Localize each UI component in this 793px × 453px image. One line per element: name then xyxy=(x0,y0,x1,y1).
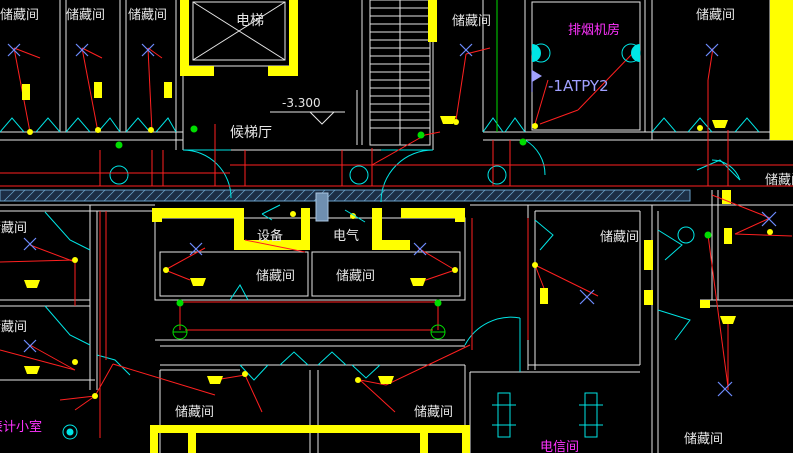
light-fixture-crosses xyxy=(7,43,777,397)
power-wiring xyxy=(0,47,793,438)
riser-duct xyxy=(315,192,329,222)
room-label-storage: 储藏间 xyxy=(336,269,375,284)
panel-marker-icon xyxy=(532,70,542,82)
room-label-smoke-exhaust: 排烟机房 xyxy=(568,22,620,38)
room-label-meter-room: 表计小室 xyxy=(0,419,42,435)
doors xyxy=(0,117,760,438)
room-label-storage: 储藏间 xyxy=(600,230,639,245)
room-label-storage: 储藏间 xyxy=(452,14,491,29)
room-label-storage: 储藏间 xyxy=(175,405,214,420)
room-label-electrical: 电气 xyxy=(333,228,359,244)
room-label-lobby: 候梯厅 xyxy=(230,125,272,141)
wall-lamps xyxy=(22,82,773,399)
elevation-label: -3.300 xyxy=(282,96,321,110)
panel-tag: -1ATPY2 xyxy=(548,77,609,95)
room-label-storage: 储藏间 xyxy=(0,221,27,236)
room-label-storage: 储藏间 xyxy=(0,320,27,335)
room-label-equipment: 设备 xyxy=(257,228,283,244)
room-label-storage: 储藏间 xyxy=(684,432,723,447)
room-label-storage: 储藏间 xyxy=(128,8,167,23)
structural-walls xyxy=(150,0,793,453)
corridor-hatch xyxy=(0,189,691,222)
room-labels: 储藏间 储藏间 储藏间 电梯 储藏间 排烟机房 储藏间 -3.300 -1ATP… xyxy=(0,8,793,453)
room-label-storage: 储藏间 xyxy=(0,8,39,23)
switches-outlets xyxy=(62,0,712,440)
room-label-storage: 储藏间 xyxy=(256,269,295,284)
room-label-storage: 储藏间 xyxy=(66,8,105,23)
room-label-telecom: 电信间 xyxy=(540,440,579,453)
elevation-marker xyxy=(270,111,345,125)
room-label-storage: 储藏间 xyxy=(765,173,793,188)
room-label-storage: 储藏间 xyxy=(696,8,735,23)
room-label-elevator: 电梯 xyxy=(236,13,264,29)
room-label-storage: 储藏间 xyxy=(414,405,453,420)
